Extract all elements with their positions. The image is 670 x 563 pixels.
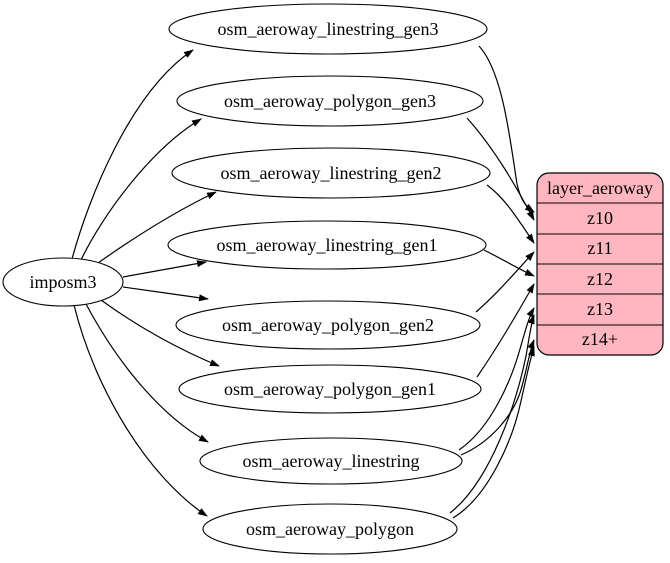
polygon-label: osm_aeroway_polygon xyxy=(246,519,414,539)
polygon-gen2-ellipse xyxy=(175,300,481,350)
edge-group-imports xyxy=(71,49,220,517)
polygon-gen3-label: osm_aeroway_polygon_gen3 xyxy=(224,91,436,111)
edge-polygon-gen1-to-z12 xyxy=(476,283,535,378)
polygon-gen2-label: osm_aeroway_polygon_gen2 xyxy=(222,315,434,335)
linestring-gen2-label: osm_aeroway_linestring_gen2 xyxy=(221,163,442,183)
node-osm-aeroway-polygon-gen1: osm_aeroway_polygon_gen1 xyxy=(178,364,482,414)
linestring-gen3-ellipse xyxy=(168,3,488,55)
layer-row-z14: z14+ xyxy=(582,329,618,349)
linestring-gen2-ellipse xyxy=(171,147,491,199)
polygon-gen1-ellipse xyxy=(178,364,482,414)
edge-polygon-gen2-to-z11 xyxy=(475,251,535,313)
node-osm-aeroway-linestring-gen2: osm_aeroway_linestring_gen2 xyxy=(171,147,491,199)
layer-row-z10: z10 xyxy=(587,208,613,228)
edge-imposm3-to-polygon-gen2 xyxy=(122,286,209,302)
imposm3-ellipse xyxy=(2,257,124,307)
edge-polygon-to-z14 xyxy=(452,346,535,519)
edge-imposm3-to-linestring-gen2 xyxy=(97,191,217,264)
node-osm-aeroway-polygon: osm_aeroway_polygon xyxy=(202,503,458,555)
edge-imposm3-to-polygon-gen3 xyxy=(80,118,202,261)
node-layer-aeroway: layer_aeroway z10 z11 z12 z13 z14+ xyxy=(536,172,664,356)
edge-group-layer xyxy=(449,45,535,519)
layer-row-z12: z12 xyxy=(587,269,613,289)
edge-imposm3-to-polygon-gen1 xyxy=(100,299,220,367)
polygon-ellipse xyxy=(202,503,458,555)
edge-polygon-gen3-to-z10 xyxy=(466,117,535,221)
edge-polygon-to-z13 xyxy=(449,314,535,514)
linestring-ellipse xyxy=(199,437,463,485)
node-osm-aeroway-linestring: osm_aeroway_linestring xyxy=(199,437,463,485)
node-osm-aeroway-polygon-gen3: osm_aeroway_polygon_gen3 xyxy=(176,75,484,127)
linestring-gen3-label: osm_aeroway_linestring_gen3 xyxy=(218,19,439,39)
linestring-label: osm_aeroway_linestring xyxy=(243,451,420,471)
layer-row-z11: z11 xyxy=(587,238,612,258)
linestring-gen1-label: osm_aeroway_linestring_gen1 xyxy=(217,235,438,255)
layer-row-z13: z13 xyxy=(587,299,613,319)
linestring-gen1-ellipse xyxy=(167,220,487,270)
node-osm-aeroway-linestring-gen1: osm_aeroway_linestring_gen1 xyxy=(167,220,487,270)
edge-linestring-gen1-to-z12 xyxy=(483,249,535,277)
edge-linestring-gen3-to-z10 xyxy=(478,45,535,213)
polygon-gen3-ellipse xyxy=(176,75,484,127)
polygon-gen1-label: osm_aeroway_polygon_gen1 xyxy=(224,379,436,399)
edge-imposm3-to-linestring-gen1 xyxy=(122,260,207,278)
edge-imposm3-to-linestring-gen3 xyxy=(71,49,194,260)
node-osm-aeroway-polygon-gen2: osm_aeroway_polygon_gen2 xyxy=(175,300,481,350)
imposm3-label: imposm3 xyxy=(29,272,96,292)
node-imposm3: imposm3 xyxy=(2,257,124,307)
edge-imposm3-to-linestring xyxy=(85,303,209,443)
layer-aeroway-title: layer_aeroway xyxy=(547,178,653,198)
edge-linestring-gen2-to-z11 xyxy=(486,184,535,244)
node-osm-aeroway-linestring-gen3: osm_aeroway_linestring_gen3 xyxy=(168,3,488,55)
edge-imposm3-to-polygon xyxy=(73,304,208,517)
